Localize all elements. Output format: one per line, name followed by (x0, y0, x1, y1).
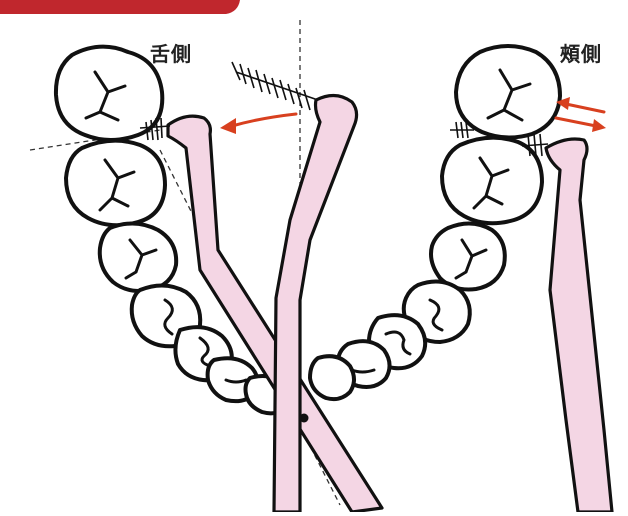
corner-band (0, 0, 240, 14)
tooth-left-premolar-1 (100, 223, 176, 291)
buccal-side-label: 頰側 (560, 38, 602, 67)
arrow-left-icon (220, 114, 296, 134)
tooth-left-molar-2 (66, 141, 165, 226)
lingual-side-label: 舌側 (150, 38, 192, 67)
tooth-right-molar-2 (442, 138, 542, 224)
tooth-right-central (310, 356, 354, 399)
double-arrow-icon (556, 97, 606, 132)
tooth-right-molar-1 (456, 46, 560, 138)
tooth-right-premolar-1 (431, 223, 505, 289)
brush-bristles-center (232, 62, 318, 110)
